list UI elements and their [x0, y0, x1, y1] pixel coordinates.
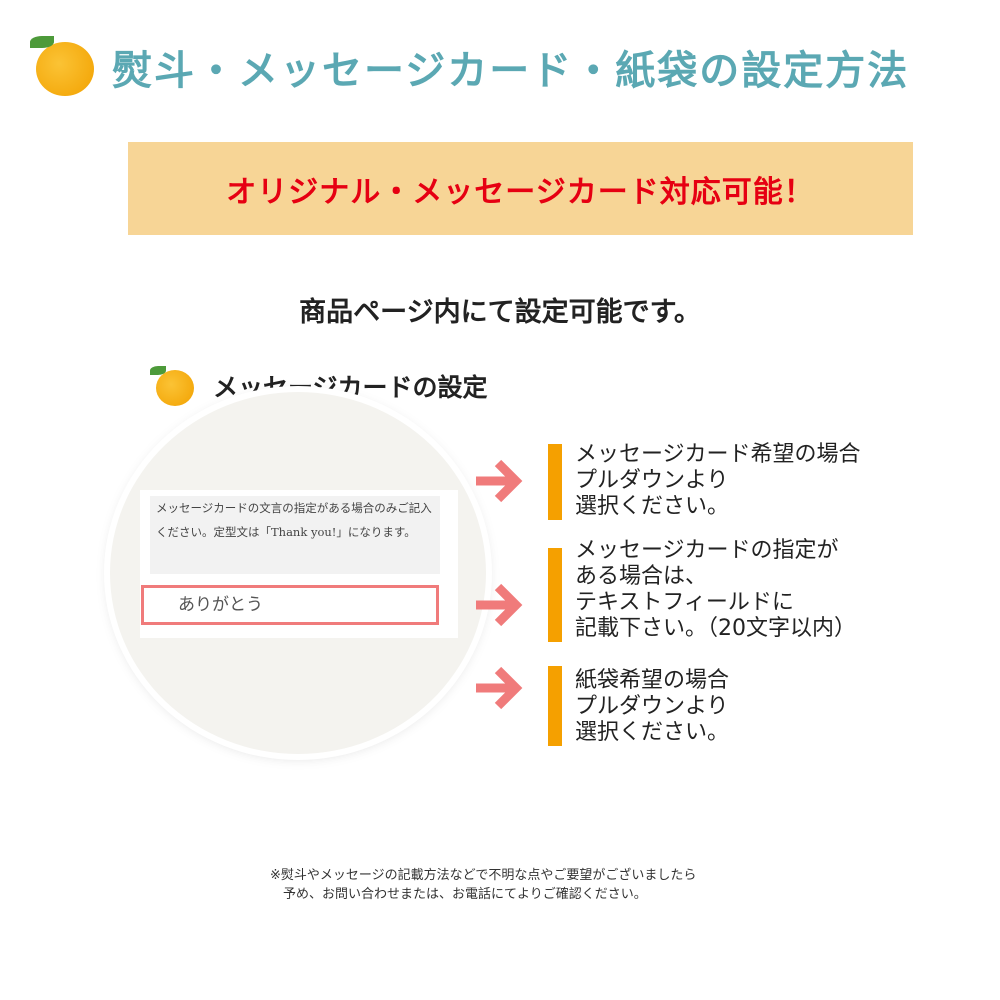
subtitle: 商品ページ内にて設定可能です。 — [299, 297, 701, 328]
arrow-right-icon — [476, 583, 523, 627]
screenshot-panel: メッセージカードの文言の指定がある場合のみご記入ください。定型文は「Thank … — [140, 490, 458, 638]
leaf-icon — [150, 366, 166, 375]
step-text: メッセージカードの指定が ある場合は、 テキストフィールドに 記載下さい。（20… — [575, 538, 856, 641]
banner: オリジナル・メッセージカード対応可能！ — [128, 142, 913, 235]
footnote: ※熨斗やメッセージの記載方法などで不明な点やご要望がございましたら 予め、お問い… — [270, 868, 697, 902]
step-text: メッセージカード希望の場合 プルダウンより 選択ください。 — [575, 442, 861, 519]
page-title: 熨斗・メッセージカード・紙袋の設定方法 — [112, 47, 910, 94]
orange-icon — [156, 370, 194, 406]
leaf-icon — [30, 36, 54, 48]
step-text: 紙袋希望の場合 プルダウンより 選択ください。 — [575, 668, 730, 745]
accent-bar — [548, 444, 562, 520]
message-note: メッセージカードの文言の指定がある場合のみご記入ください。定型文は「Thank … — [150, 496, 440, 574]
arrow-right-icon — [476, 459, 523, 503]
accent-bar — [548, 666, 562, 746]
orange-icon — [36, 42, 94, 96]
arrows — [476, 459, 523, 710]
arrow-right-icon — [476, 666, 523, 710]
accent-bar — [548, 548, 562, 642]
message-input[interactable]: ありがとう — [141, 585, 439, 625]
